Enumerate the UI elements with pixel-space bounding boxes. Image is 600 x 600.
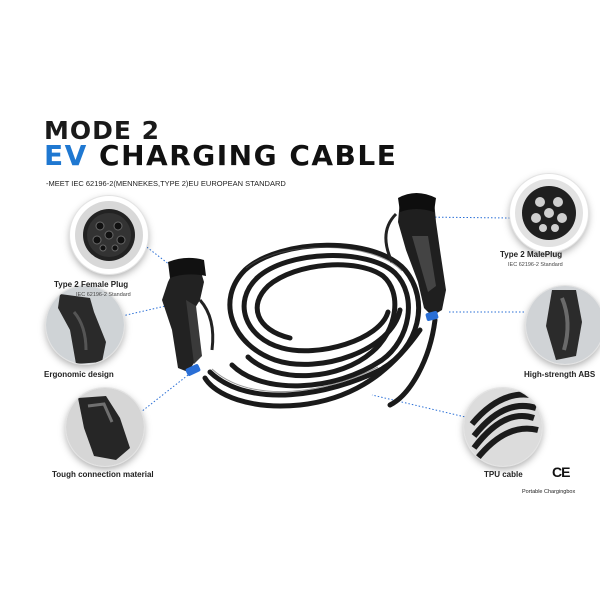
female-socket-photo [70,196,148,274]
connection-material-photo [66,388,144,466]
abs-handle-photo [526,286,600,364]
title-mode: MODE 2 [44,116,161,145]
female-socket-icon [75,201,143,269]
male-plug-standard: IEC 62196-2 Standard [508,262,563,268]
connector-material-icon [66,388,144,466]
female-plug-label: Type 2 Female Plug [54,280,129,289]
tpu-cable-photo [464,388,542,466]
material-label: Tough connection material [52,470,154,479]
male-plug-icon [515,179,583,247]
cable-coil [202,242,438,409]
male-plug-label: Type 2 MalePlug [500,250,563,259]
male-plug [384,193,446,321]
title-product: EV CHARGING CABLE [44,139,397,172]
tpu-cable-coil-icon [464,388,542,466]
callout-lines [117,216,524,431]
brand-label: Portable Chargingbox [522,489,576,495]
ce-mark-icon: CE [552,464,570,480]
male-plug-photo [510,174,588,252]
title-rest: CHARGING CABLE [87,139,398,172]
standard-subtitle: -MEET IEC 62196-2(MENNEKES,TYPE 2)EU EUR… [46,179,286,188]
abs-label: High-strength ABS [524,370,596,379]
title-accent: EV [44,139,88,172]
female-plug [162,257,215,376]
ergonomic-label: Ergonomic design [44,370,114,379]
abs-handle-icon [526,286,600,364]
female-plug-standard: IEC 62196-2 Standard [76,292,131,298]
tpu-label: TPU cable [484,470,523,479]
ergonomic-handle-photo [46,286,124,364]
handle-grip-icon [46,286,124,364]
cable-highlight [211,246,403,393]
